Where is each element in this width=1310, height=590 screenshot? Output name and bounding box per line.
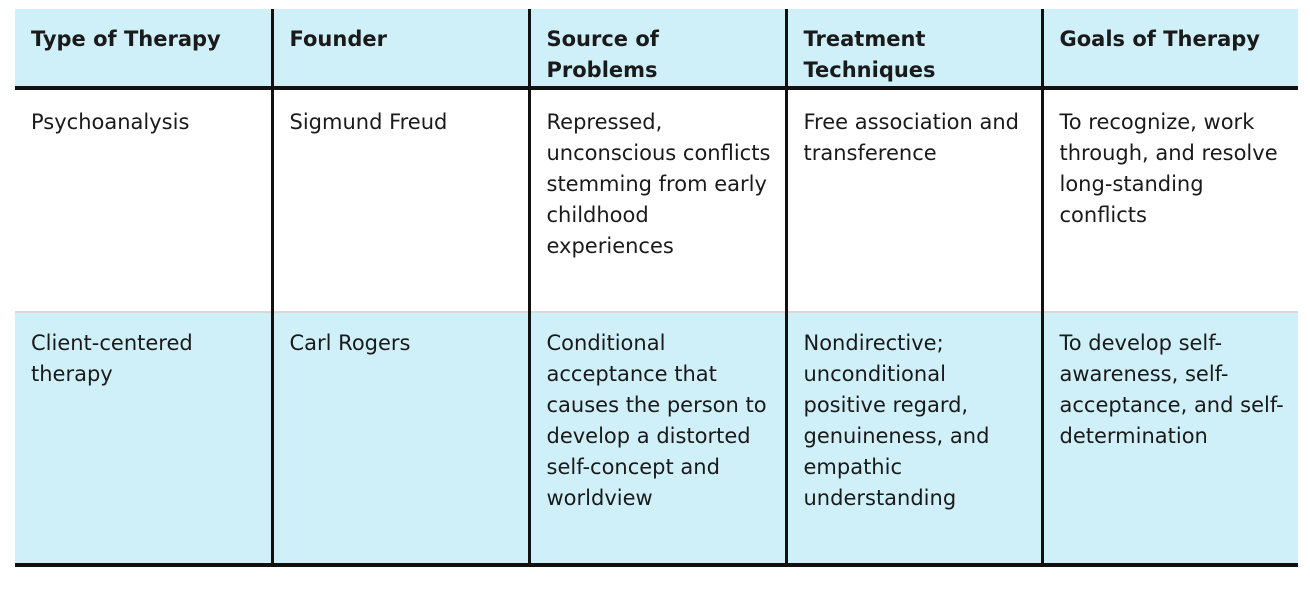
table-header: Type of Therapy Founder Source of Proble… (15, 9, 1298, 90)
cell-techniques: Free association and transference (784, 88, 1042, 313)
table-row-psychoanalysis: Psychoanalysis Sigmund Freud Repressed, … (15, 88, 1298, 313)
table-body: Psychoanalysis Sigmund Freud Repressed, … (15, 88, 1298, 567)
cell-founder: Carl Rogers (270, 312, 529, 567)
header-goals-of-therapy: Goals of Therapy (1040, 9, 1298, 90)
cell-source: Conditional acceptance that causes the p… (527, 312, 786, 567)
header-source-of-problems: Source of Problems (527, 9, 786, 90)
table-row-client-centered: Client-centered therapy Carl Rogers Cond… (15, 312, 1298, 567)
cell-techniques: Nondirective; unconditional positive reg… (784, 312, 1042, 567)
therapy-comparison-table: Type of Therapy Founder Source of Proble… (15, 9, 1298, 567)
cell-founder: Sigmund Freud (270, 88, 529, 313)
cell-type: Psychoanalysis (15, 88, 272, 313)
header-row: Type of Therapy Founder Source of Proble… (15, 9, 1298, 90)
header-type-of-therapy: Type of Therapy (15, 9, 272, 90)
cell-goals: To develop self-awareness, self-acceptan… (1040, 312, 1298, 567)
header-treatment-techniques: Treatment Techniques (784, 9, 1042, 90)
cell-type: Client-centered therapy (15, 312, 272, 567)
cell-source: Repressed, unconscious conflicts stemmin… (527, 88, 786, 313)
header-founder: Founder (270, 9, 529, 90)
cell-goals: To recognize, work through, and resolve … (1040, 88, 1298, 313)
